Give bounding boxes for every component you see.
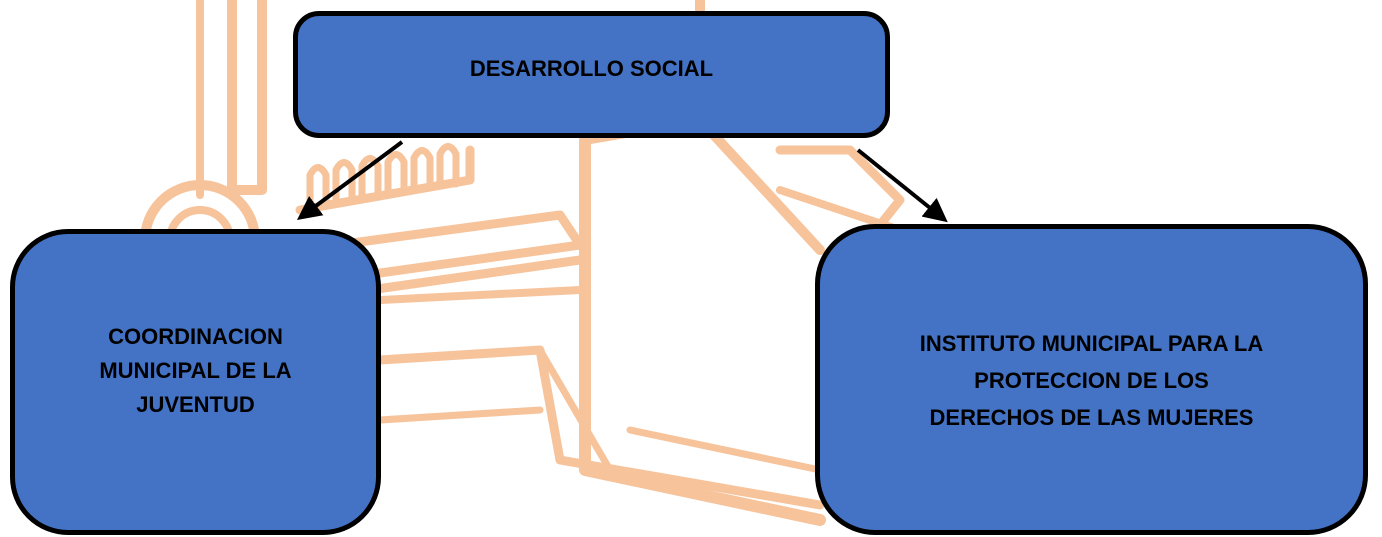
arrow-to-left-box	[296, 140, 404, 220]
arrow-to-right-box	[856, 148, 948, 223]
node-instituto-mujeres: INSTITUTO MUNICIPAL PARA LA PROTECCION D…	[815, 224, 1368, 535]
node-coordinacion-juventud-label: COORDINACION MUNICIPAL DE LA JUVENTUD	[99, 324, 292, 417]
node-coordinacion-juventud: COORDINACION MUNICIPAL DE LA JUVENTUD	[10, 229, 381, 535]
node-desarrollo-social-label: DESARROLLO SOCIAL	[469, 56, 714, 81]
node-instituto-mujeres-label: INSTITUTO MUNICIPAL PARA LA PROTECCION D…	[919, 331, 1264, 430]
node-desarrollo-social: DESARROLLO SOCIAL	[293, 11, 890, 138]
